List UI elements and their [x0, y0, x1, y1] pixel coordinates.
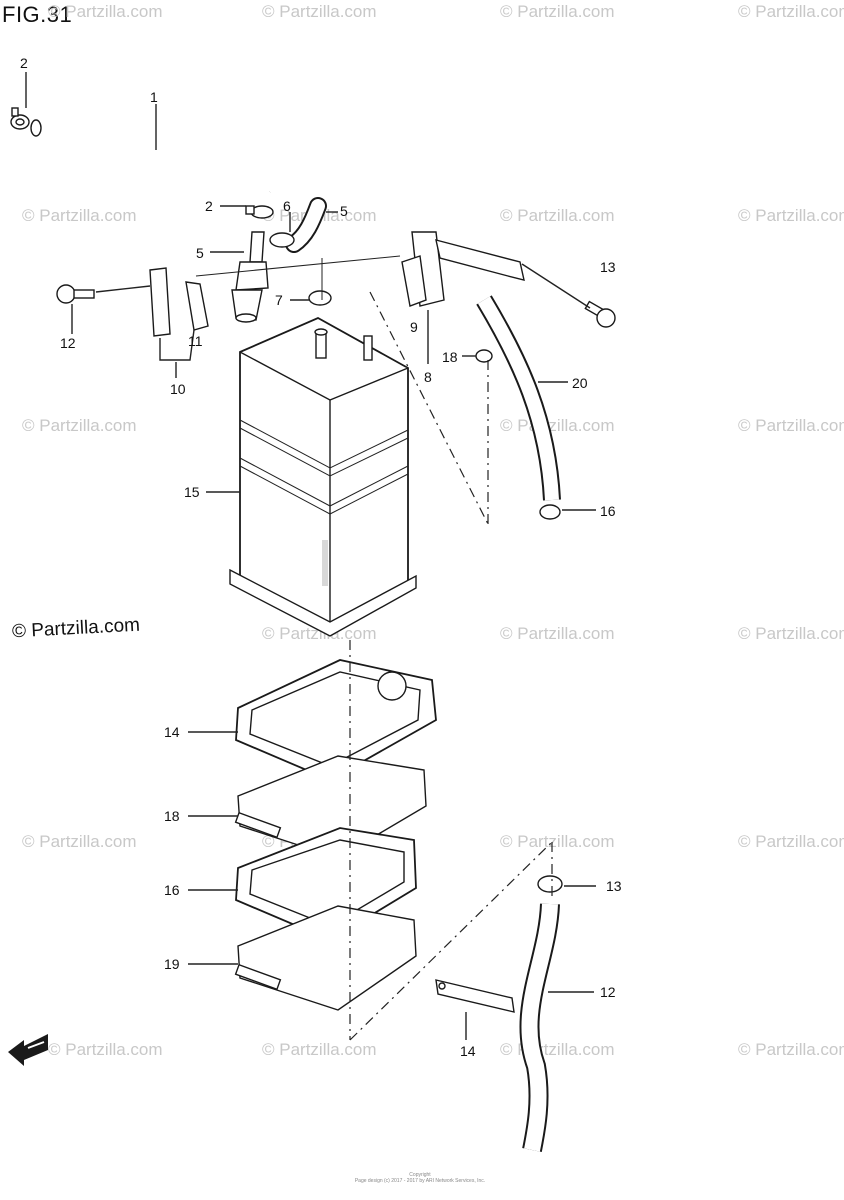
callout-16b[interactable]: 16: [164, 882, 180, 898]
bolt-10[interactable]: [56, 284, 95, 304]
clamp-17[interactable]: [539, 504, 561, 520]
callout-6[interactable]: 8: [424, 369, 432, 385]
bolt-15[interactable]: [584, 300, 616, 328]
alignment-line: [195, 255, 401, 277]
watermark: © Partzilla.com: [22, 416, 137, 435]
watermark: © Partzilla.com: [22, 832, 137, 851]
hose-1[interactable]: [30, 119, 286, 195]
watermark: © Partzilla.com: [738, 206, 844, 225]
watermark: © Partzilla.com: [500, 624, 615, 643]
valve-3[interactable]: [231, 231, 269, 323]
clamp-2[interactable]: [10, 107, 30, 130]
callout-12[interactable]: 12: [600, 984, 616, 1000]
callout-5[interactable]: 6: [283, 198, 291, 214]
watermark: © Partzilla.com: [738, 416, 844, 435]
watermark: © Partzilla.com: [738, 624, 844, 643]
watermark: © Partzilla.com: [500, 206, 615, 225]
watermark: © Partzilla.com: [500, 2, 615, 21]
clamp-13[interactable]: [537, 875, 563, 893]
callout-13[interactable]: 13: [606, 878, 622, 894]
hose-12[interactable]: [519, 903, 560, 1152]
watermark: © Partzilla.com: [48, 2, 163, 21]
callout-7[interactable]: 9: [410, 319, 418, 335]
callout-20[interactable]: 20: [572, 375, 588, 391]
callout-16[interactable]: 14: [164, 724, 180, 740]
watermark: © Partzilla.com: [262, 1040, 377, 1059]
watermark: © Partzilla.com: [500, 416, 615, 435]
watermark: © Partzilla.com: [262, 2, 377, 21]
callout-2[interactable]: 2: [20, 55, 28, 71]
footer-copyright: Copyright Page design (c) 2017 - 2017 by…: [330, 1172, 510, 1184]
hose-4[interactable]: [285, 197, 327, 253]
callout-15[interactable]: 13: [600, 259, 616, 275]
tray-16-top[interactable]: [235, 659, 437, 782]
bracket-8[interactable]: [149, 267, 209, 337]
watermark: © Partzilla.com: [500, 832, 615, 851]
bracket-14[interactable]: [435, 979, 515, 1013]
clamp-band-19-top[interactable]: [234, 755, 427, 859]
footer-credit-line: Page design (c) 2017 - 2017 by ARI Netwo…: [354, 1178, 486, 1184]
clamp-18[interactable]: [475, 349, 493, 363]
watermark: © Partzilla.com: [738, 832, 844, 851]
callout-19b[interactable]: 19: [164, 956, 180, 972]
bracket-6[interactable]: [401, 231, 525, 307]
watermark: © Partzilla.com: [262, 624, 377, 643]
hose-20[interactable]: [476, 295, 561, 501]
callout-19[interactable]: 18: [164, 808, 180, 824]
clamp-2b[interactable]: [245, 205, 274, 219]
watermark: © Partzilla.com: [48, 1040, 163, 1059]
callout-14[interactable]: 14: [460, 1043, 476, 1059]
front-direction-arrow-icon: [8, 1034, 48, 1066]
callout-2b[interactable]: 2: [205, 198, 213, 214]
clamp-5[interactable]: [269, 232, 332, 306]
callout-4[interactable]: 5: [340, 203, 348, 219]
callout-5b[interactable]: 7: [275, 292, 283, 308]
callout-9[interactable]: 11: [188, 333, 203, 349]
callout-8[interactable]: 10: [170, 381, 186, 397]
alignment-line: [349, 841, 553, 1041]
callout-3[interactable]: 5: [196, 245, 204, 261]
watermark: © Partzilla.com: [22, 206, 137, 225]
callout-18[interactable]: 18: [442, 349, 458, 365]
figure-title: FIG.31: [2, 2, 73, 27]
clamp-band-19-bottom[interactable]: [234, 905, 417, 1011]
watermark: © Partzilla.com: [738, 1040, 844, 1059]
leader-lines: [25, 72, 596, 1040]
callout-1[interactable]: 1: [150, 89, 158, 105]
watermark: © Partzilla.com: [738, 2, 844, 21]
footer-copyright-line: Copyright: [409, 1172, 431, 1178]
canister-11[interactable]: [229, 316, 417, 637]
callout-11[interactable]: 15: [184, 484, 200, 500]
callout-17[interactable]: 16: [600, 503, 616, 519]
callout-10[interactable]: 12: [60, 335, 76, 351]
